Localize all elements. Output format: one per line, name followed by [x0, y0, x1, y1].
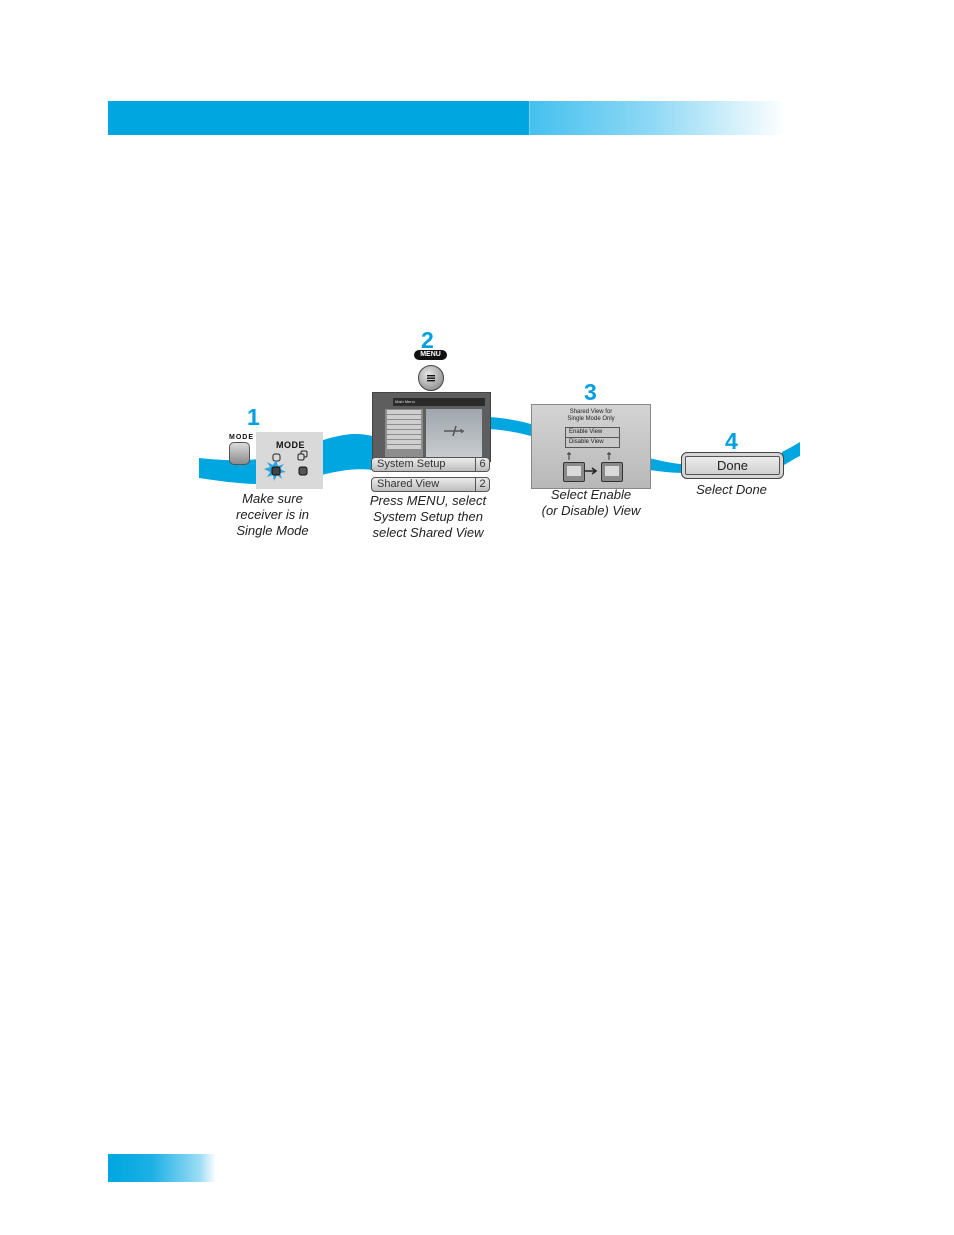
antenna-icons [567, 452, 611, 475]
step-3-caption: Select Enable (or Disable) View [530, 487, 652, 519]
step-4-number: 4 [725, 428, 738, 454]
menu-button[interactable] [418, 365, 444, 391]
menu-item-number: 6 [475, 458, 489, 471]
caption-line: Select Done [696, 482, 767, 497]
caption-line: Select Enable [550, 487, 632, 502]
blue-ribbon-mid [489, 417, 531, 436]
step-2-caption: Press MENU, select System Setup then sel… [363, 493, 493, 541]
done-button[interactable]: Done [681, 452, 784, 479]
screen-preview [426, 409, 482, 459]
main-menu-screen: Main Menu [372, 392, 491, 462]
disable-view-option[interactable]: Disable View [565, 437, 620, 448]
shared-view-menu-item[interactable]: Shared View 2 [371, 477, 490, 492]
shared-view-panel: Shared View for Single Mode Only Enable … [531, 404, 651, 489]
caption-line: receiver is in [236, 507, 309, 522]
blue-ribbon-right [649, 458, 690, 473]
caption-line: Single Mode [236, 523, 309, 538]
step-1-number: 1 [247, 404, 260, 430]
header-bar [108, 101, 786, 135]
caption-line: Make sure [242, 491, 303, 506]
panel-title-line: Shared View for [569, 409, 613, 415]
menu-item-number: 2 [475, 478, 489, 491]
tv-icon [601, 462, 623, 482]
caption-line: (or Disable) View [541, 503, 641, 518]
step-2-number: 2 [421, 327, 434, 353]
arrow-right-icon [585, 467, 598, 475]
caption-line: System Setup then [373, 509, 483, 524]
header-divider [529, 101, 530, 135]
panel-title-line: Single Mode Only [567, 416, 615, 422]
step-4-caption: Select Done [681, 482, 782, 498]
mode-indicator-icons [264, 450, 308, 481]
unlit-dual-led-icon [298, 466, 308, 476]
menu-item-label: System Setup [377, 458, 446, 470]
footer-tab [108, 1154, 216, 1182]
mode-indicator-panel: MODE [256, 432, 323, 489]
screen-title: Main Menu [393, 398, 485, 406]
caption-line: select Shared View [372, 525, 484, 540]
step-1-caption: Make sure receiver is in Single Mode [215, 491, 330, 539]
single-mode-icon [272, 453, 281, 462]
blue-ribbon-end [782, 442, 800, 466]
screen-menu-list [385, 409, 423, 459]
shared-view-panel-title: Shared View for Single Mode Only [532, 409, 650, 423]
mode-panel-title: MODE [276, 440, 305, 450]
menu-item-label: Shared View [377, 478, 440, 490]
step-3-number: 3 [584, 379, 597, 405]
airplane-icon [444, 425, 464, 437]
system-setup-menu-item[interactable]: System Setup 6 [371, 457, 490, 472]
dual-mode-icon-front [297, 453, 305, 461]
mode-button-label: MODE [229, 434, 254, 441]
tv-icon [563, 462, 585, 482]
menu-lines-icon [427, 375, 435, 382]
lit-single-led-icon [271, 466, 281, 476]
menu-button-label: MENU [414, 350, 447, 360]
caption-line: Press MENU, select [369, 493, 487, 508]
mode-button[interactable] [229, 442, 250, 465]
